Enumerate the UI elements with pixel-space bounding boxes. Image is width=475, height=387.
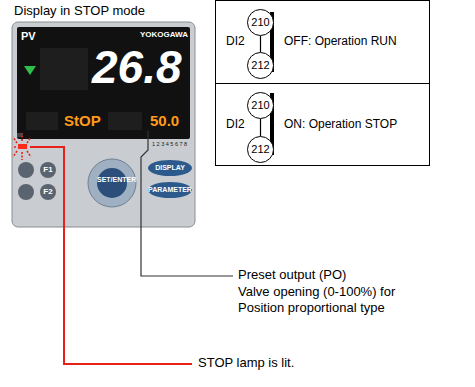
callout-text: Preset output (PO) [238,268,346,281]
terminal-circle: 210 [247,92,274,119]
stop-lamp [18,144,27,149]
preset-output-value: 50.0 [150,113,179,128]
key-label: F1 [40,166,56,174]
dial-ring [88,159,136,207]
signal-panel: DI2 ON: Operation STOP 210 212 [215,83,430,166]
dim-segment-area [26,112,58,130]
function-button [40,184,56,200]
status-text: ON: Operation STOP [284,117,397,131]
parameter-button [148,182,192,198]
key-button [18,184,34,200]
key-label: DISPLAY [148,164,192,171]
pv-label: PV [21,31,36,42]
terminal-number: 212 [251,144,269,155]
stop-indication: StOP [64,113,101,128]
display-button [148,160,192,176]
terminal-circle: 212 [247,52,274,79]
signal-name: DI2 [226,117,245,131]
callout-text: STOP lamp is lit. [198,356,294,369]
set-enter-button [97,168,127,198]
dim-segment-area [40,48,88,90]
signal-name: DI2 [226,34,245,48]
lamp-glow [13,133,31,160]
signal-panel: DI2 OFF: Operation RUN 210 212 [215,0,430,84]
key-label: SET/ENTER [97,176,127,184]
callout-text: Valve opening (0-100%) for Position prop… [238,284,423,315]
trend-arrow [24,66,36,75]
brand-name: YOKOGAWA [140,31,188,39]
key-label: F2 [40,188,56,196]
leader-line [141,131,233,276]
status-text: OFF: Operation RUN [284,34,397,48]
terminal-wire [260,119,261,136]
figure-heading: Display in STOP mode [14,4,145,17]
display-panel [17,27,190,139]
controller-housing [12,22,195,227]
terminal-wire [260,36,261,52]
terminal-circle: 210 [247,9,274,36]
dim-segment-area [108,112,142,130]
terminal-number: 210 [251,17,269,28]
terminal-number: 210 [251,100,269,111]
terminal-circle: 212 [247,136,274,163]
terminal-number: 212 [251,60,269,71]
indicator-numbers: 1 2 3 4 5 6 7 8 [152,142,187,148]
key-button [18,162,34,178]
pv-value: 26.8 [92,44,182,90]
leader-line [30,147,192,364]
function-button [40,162,56,178]
key-label: PARAMETER [148,186,192,193]
